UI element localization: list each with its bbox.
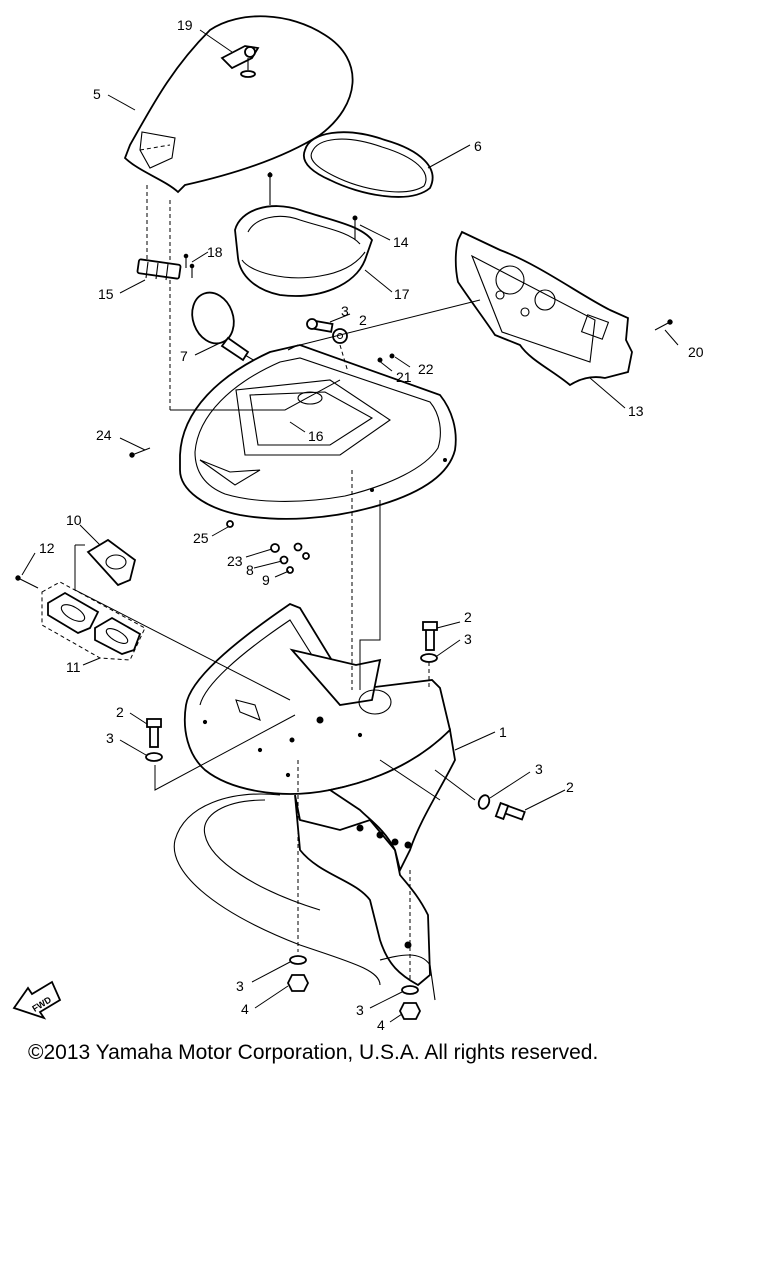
- callout-14: 14: [393, 234, 409, 250]
- part-3-washer-upper: [332, 328, 348, 344]
- part-6-gasket: [303, 131, 434, 198]
- assembly-guide-lines: [74, 299, 481, 982]
- copyright-notice: ©2013 Yamaha Motor Corporation, U.S.A. A…: [28, 1041, 599, 1064]
- callout-4-bottom-right: 4: [377, 1017, 385, 1033]
- part-3-washer-right-lower: [477, 794, 491, 810]
- part-2-bolt-upper: [306, 318, 334, 333]
- callout-9: 9: [262, 572, 270, 588]
- callout-16: 16: [308, 428, 324, 444]
- part-13-instrument-panel: [454, 230, 633, 387]
- part-7-mirror: [191, 291, 271, 371]
- part-16-upper-deck: [179, 344, 457, 520]
- callout-11: 11: [66, 659, 81, 675]
- part-2-bolt-right-upper: [422, 621, 438, 651]
- part-4-nut-bottom-left: [286, 974, 310, 992]
- part-25-grommet: [226, 520, 234, 528]
- callout-3-bottom-right: 3: [356, 1002, 364, 1018]
- callout-24: 24: [96, 427, 112, 443]
- part-11-plates: [41, 581, 146, 661]
- part-19-latch: [220, 45, 260, 78]
- callout-3-upper: 3: [341, 303, 349, 319]
- part-20-screw: [654, 319, 673, 331]
- callout-21: 21: [396, 369, 412, 385]
- part-2-bolt-left: [146, 718, 162, 748]
- callout-10: 10: [66, 512, 82, 528]
- callout-17: 17: [394, 286, 410, 302]
- callout-3-left: 3: [106, 730, 114, 746]
- part-9-nut: [286, 552, 310, 574]
- part-23-washer: [270, 543, 280, 553]
- fwd-arrow: FWD: [12, 980, 62, 1020]
- callout-8: 8: [246, 562, 254, 578]
- part-3-washer-left: [145, 752, 163, 762]
- part-24-screw: [129, 447, 151, 458]
- callout-25: 25: [193, 530, 209, 546]
- part-17-storage-tray: [234, 205, 374, 297]
- part-8-nut: [279, 542, 303, 565]
- part-5-lid: [123, 15, 354, 194]
- callout-3-right-lower: 3: [535, 761, 543, 777]
- part-3-washer-bottom-left: [289, 955, 307, 965]
- callout-19: 19: [177, 17, 193, 33]
- callout-12: 12: [39, 540, 55, 556]
- callout-4-bottom-left: 4: [241, 1001, 249, 1017]
- part-10-switch: [86, 538, 137, 587]
- callout-1: 1: [499, 724, 507, 740]
- callout-2-right-upper: 2: [464, 609, 472, 625]
- part-12-screw: [15, 575, 39, 589]
- callout-18: 18: [207, 244, 223, 260]
- part-1-lower-housing: [183, 602, 456, 987]
- callout-6: 6: [474, 138, 482, 154]
- part-3-washer-bottom-right: [401, 985, 419, 995]
- callout-2-left: 2: [116, 704, 124, 720]
- part-14-screws: [267, 172, 358, 240]
- callout-7: 7: [180, 348, 188, 364]
- part-15-hinge: [136, 185, 182, 410]
- part-4-nut-bottom-right: [398, 1002, 422, 1020]
- part-2-bolt-right-lower: [494, 801, 526, 821]
- callout-labels: 19 5 6 14 18 15 17 3 2 7 20 21 22 13 16 …: [39, 17, 704, 1033]
- callout-23: 23: [227, 553, 243, 569]
- callout-leaders: [21, 29, 679, 1023]
- callout-3-right-upper: 3: [464, 631, 472, 647]
- callout-2-upper: 2: [359, 312, 367, 328]
- callout-3-bottom-left: 3: [236, 978, 244, 994]
- part-18-screws: [183, 253, 195, 278]
- callout-13: 13: [628, 403, 644, 419]
- callout-2-right-lower: 2: [566, 779, 574, 795]
- exploded-parts-diagram: FWD 19 5 6 14 18 15 17 3 2 7 20 21 22 13…: [12, 15, 704, 1033]
- callout-5: 5: [93, 86, 101, 102]
- callout-15: 15: [98, 286, 114, 302]
- hull-deck-outline: [173, 793, 436, 1001]
- part-3-washer-right-upper: [420, 653, 438, 663]
- callout-20: 20: [688, 344, 704, 360]
- callout-22: 22: [418, 361, 434, 377]
